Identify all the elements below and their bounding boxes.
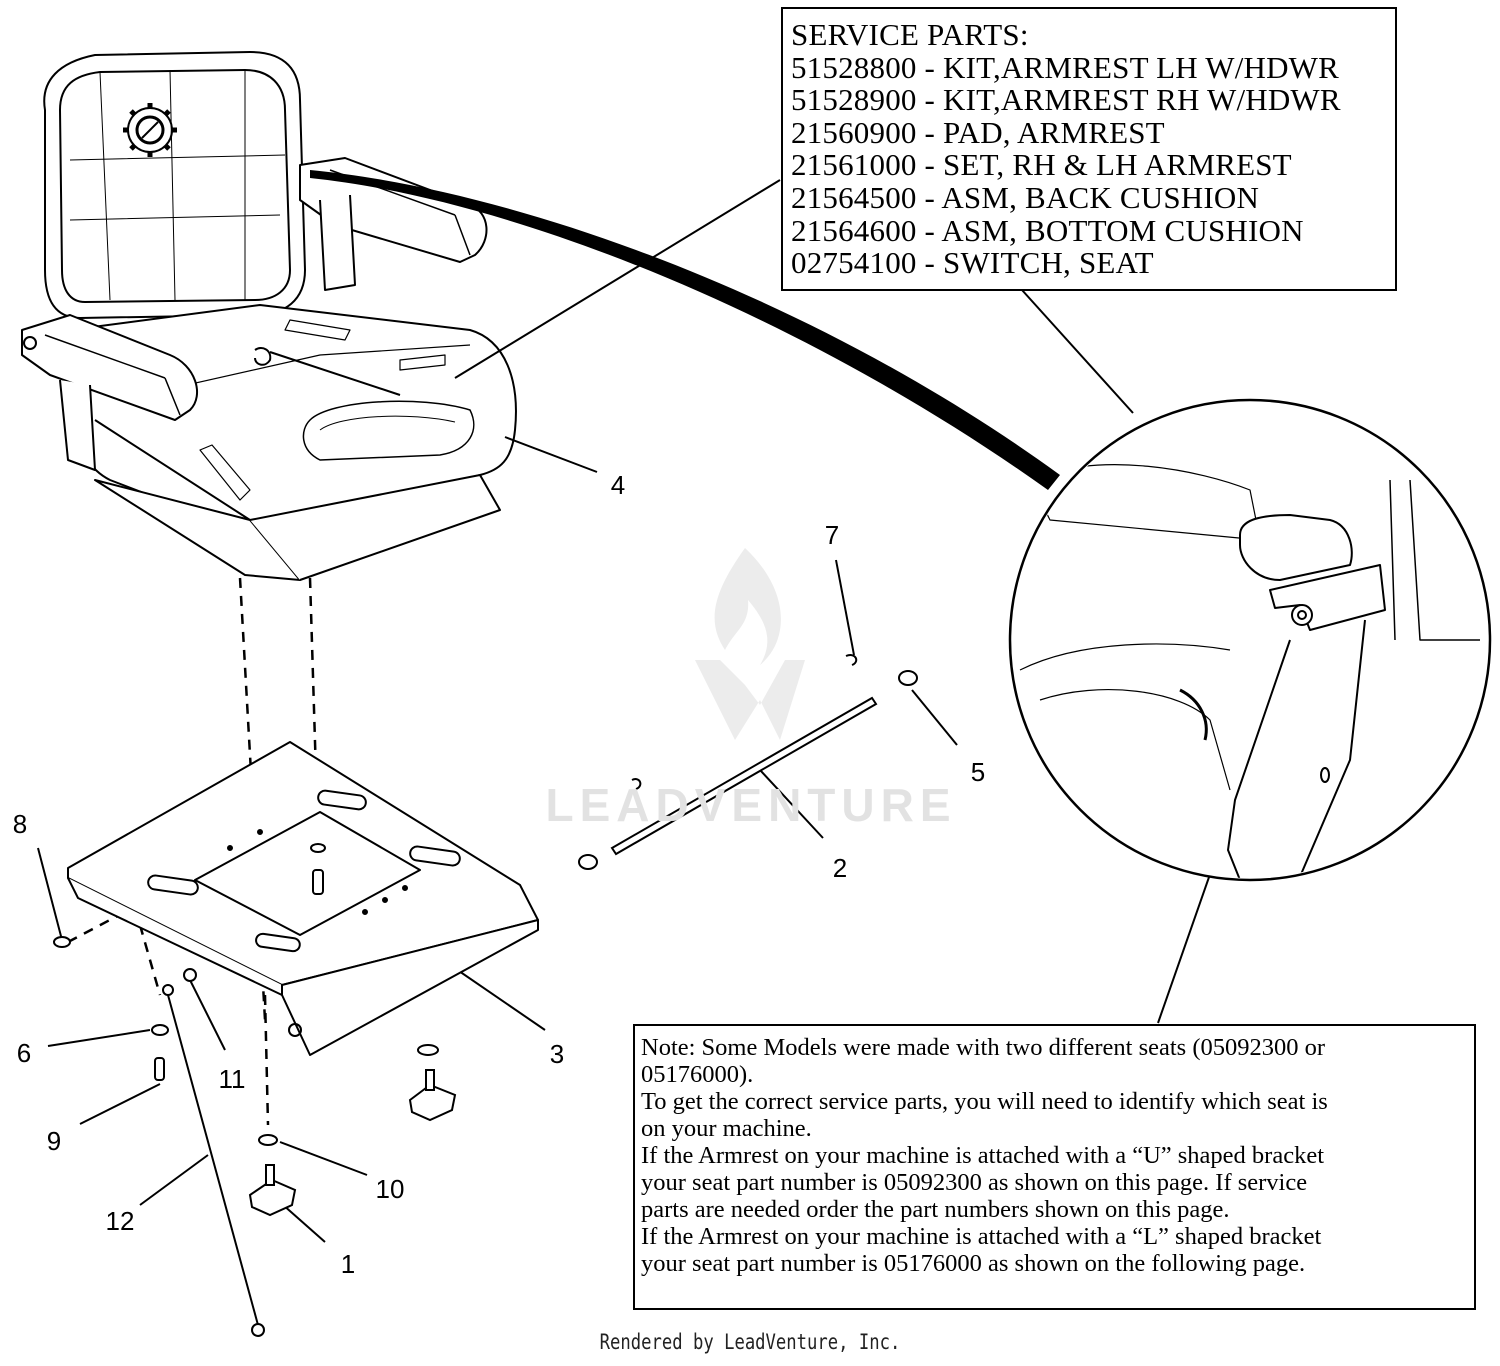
callout-9: 9 bbox=[46, 1126, 62, 1156]
service-part-line: 21561000 - SET, RH & LH ARMREST bbox=[791, 147, 1292, 183]
callout-6: 6 bbox=[16, 1038, 32, 1068]
armrest-detail-view bbox=[1008, 398, 1492, 882]
note-line: your seat part number is 05176000 as sho… bbox=[641, 1250, 1306, 1277]
callout-2: 2 bbox=[832, 853, 848, 883]
service-part-line: 21560900 - PAD, ARMREST bbox=[791, 114, 1165, 150]
service-part-line: 21564500 - ASM, BACK CUSHION bbox=[791, 179, 1260, 215]
callout-3: 3 bbox=[549, 1039, 565, 1069]
hardware bbox=[53, 654, 918, 1337]
service-part-line: 02754100 - SWITCH, SEAT bbox=[791, 245, 1154, 281]
callout-12: 12 bbox=[105, 1206, 135, 1236]
callout-7: 7 bbox=[824, 520, 840, 550]
note-line: your seat part number is 05092300 as sho… bbox=[641, 1169, 1308, 1196]
callout-8: 8 bbox=[12, 809, 28, 839]
note-line: If the Armrest on your machine is attach… bbox=[641, 1142, 1325, 1169]
seat-assembly bbox=[21, 51, 517, 581]
note-line: To get the correct service parts, you wi… bbox=[641, 1088, 1328, 1115]
callout-1: 1 bbox=[340, 1249, 356, 1279]
callout-4: 4 bbox=[610, 470, 626, 500]
callout-11: 11 bbox=[218, 1064, 246, 1094]
note-line: on your machine. bbox=[641, 1115, 812, 1142]
note-line: Note: Some Models were made with two dif… bbox=[641, 1034, 1326, 1061]
footer-credit: Rendered by LeadVenture, Inc. bbox=[599, 1330, 901, 1354]
note-box: Note: Some Models were made with two dif… bbox=[633, 1024, 1476, 1310]
service-parts-box: SERVICE PARTS: 51528800 - KIT,ARMREST LH… bbox=[781, 7, 1397, 291]
gear-logo-icon bbox=[123, 103, 177, 157]
watermark-logo bbox=[695, 548, 805, 740]
service-part-line: 21564600 - ASM, BOTTOM CUSHION bbox=[791, 212, 1304, 248]
watermark-text: LEADVENTURE bbox=[545, 779, 957, 831]
note-line: parts are needed order the part numbers … bbox=[641, 1196, 1230, 1223]
service-parts-heading: SERVICE PARTS: bbox=[791, 17, 1029, 52]
service-part-line: 51528900 - KIT,ARMREST RH W/HDWR bbox=[791, 82, 1341, 118]
note-line: If the Armrest on your machine is attach… bbox=[641, 1223, 1322, 1250]
note-line: 05176000). bbox=[641, 1061, 754, 1088]
seat-base-plate bbox=[67, 741, 539, 1056]
service-part-line: 51528800 - KIT,ARMREST LH W/HDWR bbox=[791, 49, 1340, 85]
callout-10: 10 bbox=[375, 1174, 405, 1204]
callout-5: 5 bbox=[970, 757, 986, 787]
